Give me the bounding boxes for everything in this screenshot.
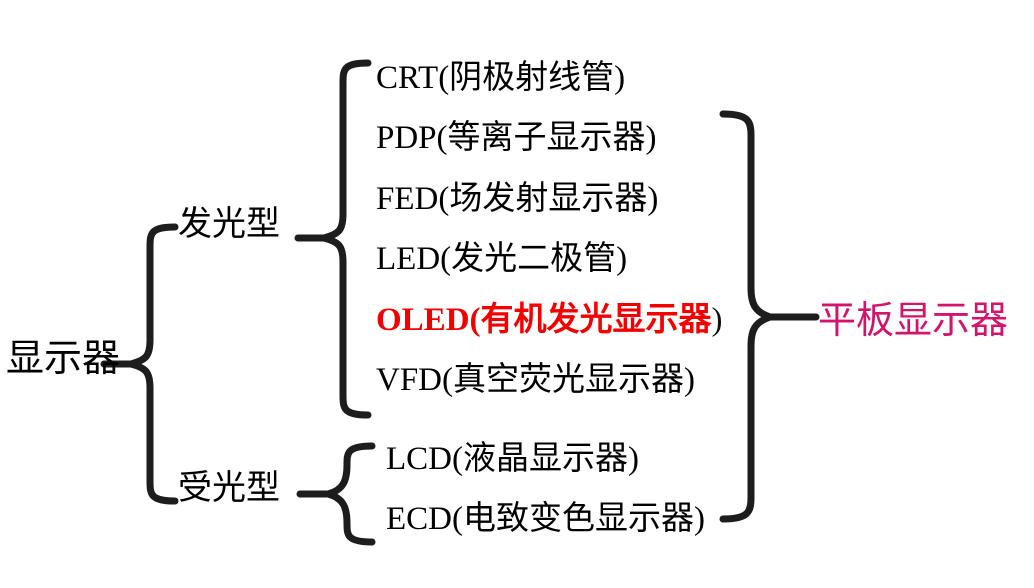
category-receptive: 受光型 — [178, 470, 280, 507]
leaf-item-oled-tail-paren: ) — [711, 302, 723, 338]
brace-emissive — [320, 59, 372, 419]
leaf-item-oled-main-text: OLED(有机发光显示器 — [376, 302, 712, 338]
brace-root-level1 — [127, 223, 179, 505]
leaf-item-pdp: PDP(等离子显示器) — [376, 120, 657, 156]
brace-flatpanel-summary — [719, 110, 774, 523]
leaf-item-vfd: VFD(真空荧光显示器) — [376, 362, 695, 398]
leaf-item-lcd: LCD(液晶显示器) — [386, 441, 639, 477]
leaf-item-fed: FED(场发射显示器) — [376, 181, 659, 217]
summary-node-flat-panel-display: 平板显示器 — [818, 300, 1009, 342]
root-node-display: 显示器 — [6, 338, 121, 380]
category-emissive: 发光型 — [178, 206, 280, 243]
leaf-item-led: LED(发光二极管) — [376, 241, 628, 277]
leaf-item-ecd: ECD(电致变色显示器) — [386, 501, 705, 537]
leaf-item-oled-highlighted: OLED(有机发光显示器) — [376, 304, 723, 337]
brace-receptive — [324, 442, 376, 546]
leaf-item-crt: CRT(阴极射线管) — [376, 60, 626, 96]
